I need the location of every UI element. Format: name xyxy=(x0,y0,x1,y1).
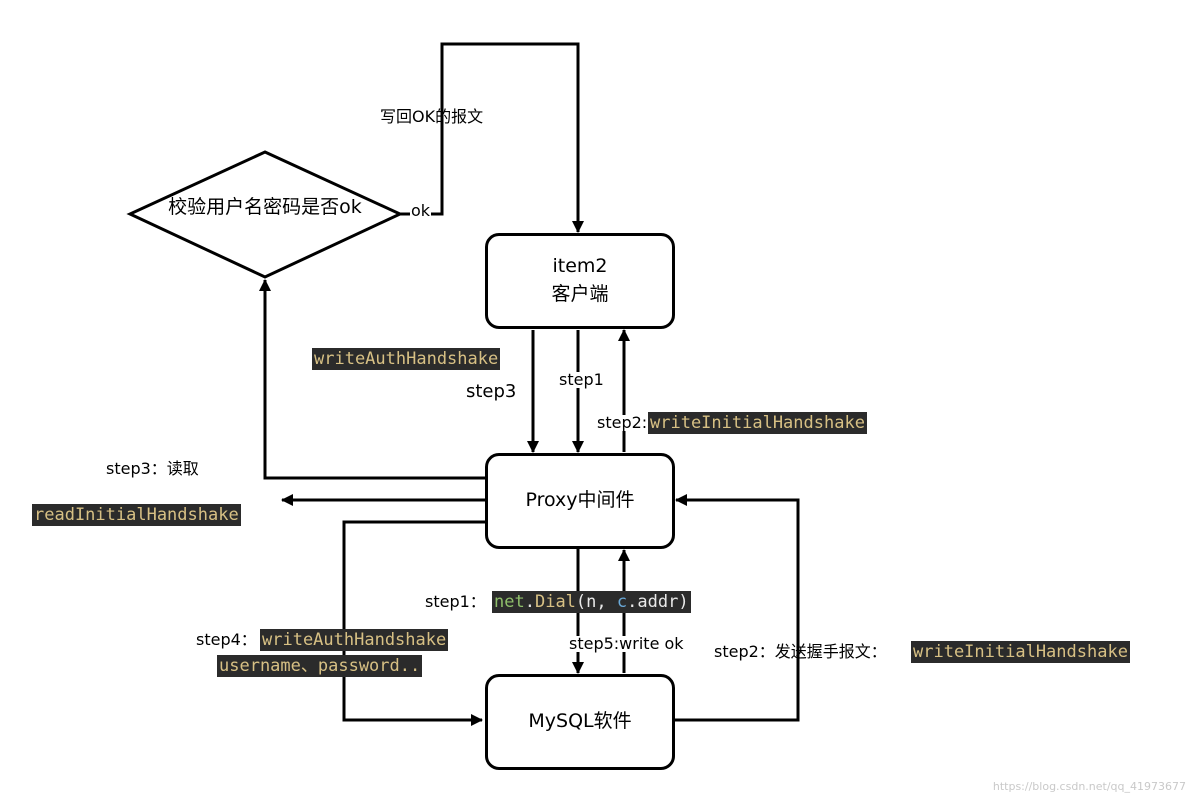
label-step5: step5:write ok xyxy=(569,634,684,653)
client-name: item2 xyxy=(552,255,608,278)
proxy-label: Proxy中间件 xyxy=(525,489,635,512)
label-write-ok-message: 写回OK的报文 xyxy=(380,107,484,126)
code-write-initial-handshake-bottom: writeInitialHandshake xyxy=(911,641,1130,663)
proxy-node: Proxy中间件 xyxy=(485,453,675,549)
label-step1-client: step1 xyxy=(557,370,606,389)
edge-proxy-to-decision xyxy=(259,279,485,480)
code-username-password: username、password.. xyxy=(217,655,423,677)
code-write-auth-handshake-bottom: writeAuthHandshake xyxy=(260,629,449,651)
code-net: net xyxy=(494,592,525,612)
code-read-initial-handshake: readInitialHandshake xyxy=(32,504,241,526)
code-c: c xyxy=(616,592,628,612)
code-dot: . xyxy=(524,592,535,612)
code-net-dial: net.Dial(n, c.addr) xyxy=(492,591,691,613)
client-node: item2 客户端 xyxy=(485,233,675,329)
code-n: n xyxy=(586,592,597,612)
label-step3-read: step3：读取 xyxy=(106,459,199,478)
decision-diamond xyxy=(126,150,404,279)
code-write-auth-handshake-top: writeAuthHandshake xyxy=(312,348,501,370)
label-step4: step4： xyxy=(196,630,257,649)
watermark: https://blog.csdn.net/qq_41973677 xyxy=(992,780,1186,793)
label-step1-dial: step1： xyxy=(425,592,486,611)
client-role: 客户端 xyxy=(551,283,609,305)
decision-label: 校验用户名密码是否ok xyxy=(168,196,362,218)
edge-proxy-mysql-step4 xyxy=(342,520,485,726)
mysql-node: MySQL软件 xyxy=(485,674,675,770)
code-comma: , xyxy=(596,592,617,612)
label-step2-send: step2：发送握手报文： xyxy=(714,642,887,661)
code-paren: ( xyxy=(575,592,587,612)
code-write-initial-handshake-top: writeInitialHandshake xyxy=(648,412,867,434)
label-step3: step3 xyxy=(466,381,517,402)
edge-mysql-proxy-step2 xyxy=(672,494,800,722)
label-step2-client: step2: xyxy=(597,413,648,432)
label-ok: ok xyxy=(410,201,432,220)
mysql-label: MySQL软件 xyxy=(528,710,632,733)
code-addr: .addr) xyxy=(627,592,689,612)
code-dial: Dial xyxy=(534,592,576,612)
